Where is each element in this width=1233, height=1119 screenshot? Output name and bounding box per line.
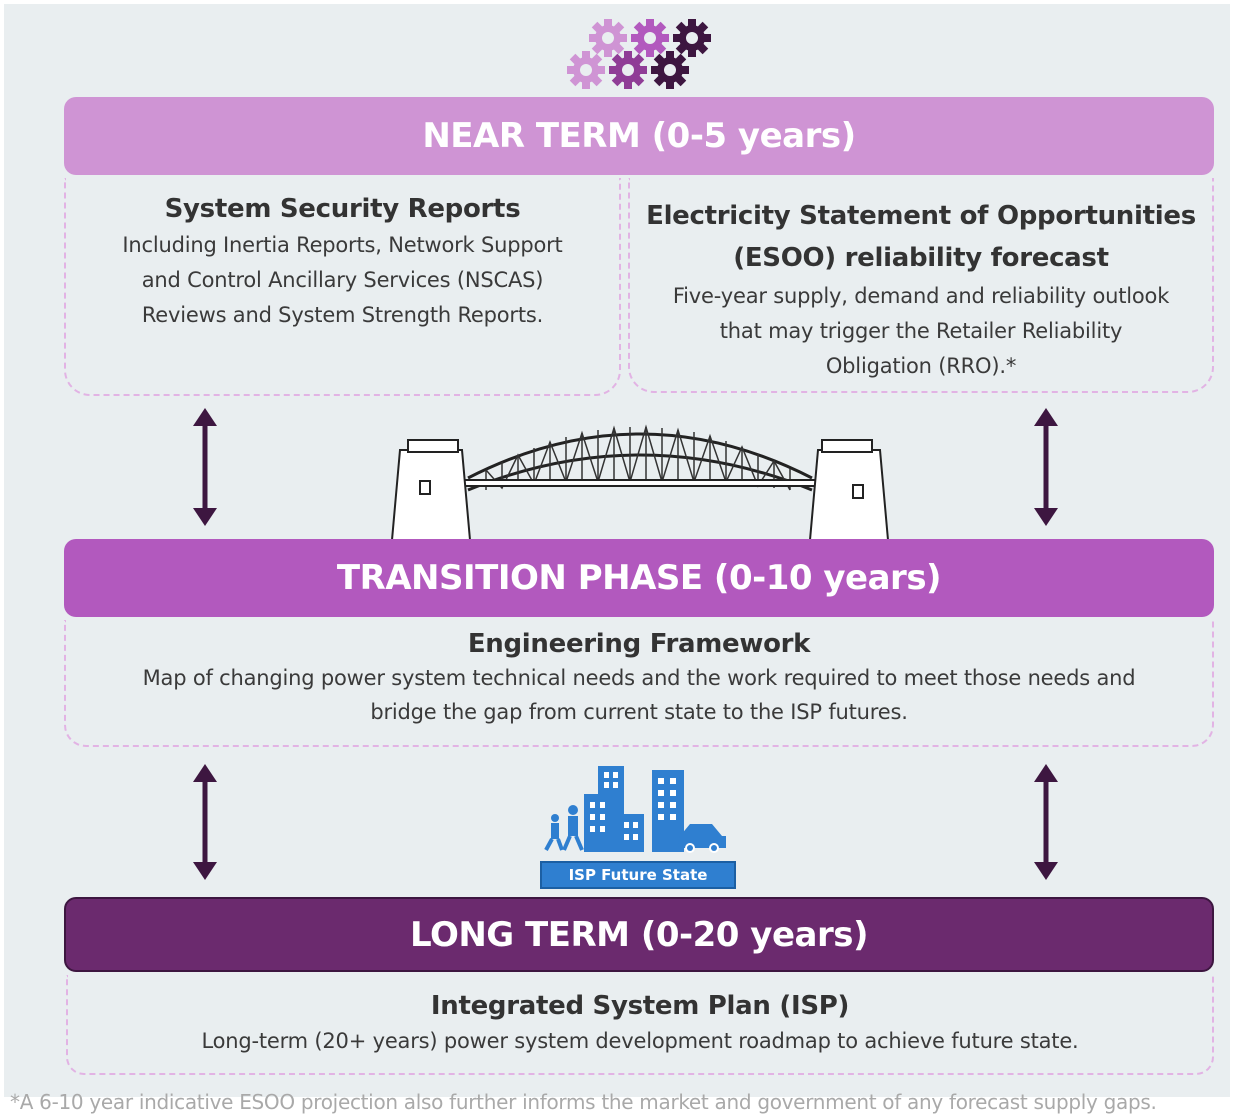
esoo-line-3: Obligation (RRO).*: [825, 354, 1017, 378]
isp-box: Integrated System Plan (ISP) Long-term (…: [66, 975, 1214, 1075]
esoo-heading-line-1: Electricity Statement of Opportunities: [646, 201, 1196, 231]
engineering-framework-line-2: bridge the gap from current state to the…: [370, 700, 908, 724]
double-arrow-icon: [193, 764, 217, 880]
system-security-heading: System Security Reports: [164, 194, 521, 224]
esoo-line-2: that may trigger the Retailer Reliabilit…: [719, 319, 1123, 343]
engineering-framework-heading: Engineering Framework: [467, 629, 811, 659]
double-arrow-icon: [193, 408, 217, 526]
isp-heading: Integrated System Plan (ISP): [430, 991, 850, 1021]
esoo-box: Electricity Statement of Opportunities (…: [628, 178, 1214, 393]
bridge-icon: [390, 424, 890, 540]
system-security-line-2: and Control Ancillary Services (NSCAS): [141, 268, 544, 292]
long-term-band: LONG TERM (0-20 years): [64, 897, 1214, 972]
transition-band: TRANSITION PHASE (0-10 years): [64, 539, 1214, 617]
double-arrow-icon: [1034, 408, 1058, 526]
system-security-line-3: Reviews and System Strength Reports.: [141, 303, 544, 327]
double-arrow-icon: [1034, 764, 1058, 880]
engineering-framework-box: Engineering Framework Map of changing po…: [64, 620, 1214, 747]
system-security-line-1: Including Inertia Reports, Network Suppo…: [122, 233, 563, 257]
esoo-heading-line-2: (ESOO) reliability forecast: [733, 243, 1109, 273]
long-term-title: LONG TERM (0-20 years): [410, 914, 869, 955]
esoo-line-1: Five-year supply, demand and reliability…: [672, 284, 1170, 308]
isp-future-state-badge: ISP Future State: [540, 861, 736, 889]
engineering-framework-line-1: Map of changing power system technical n…: [142, 666, 1136, 690]
footnote: *A 6-10 year indicative ESOO projection …: [10, 1090, 1157, 1114]
gears-icon: [567, 19, 711, 89]
isp-future-state-label: ISP Future State: [568, 866, 708, 884]
city-icon: [544, 766, 726, 853]
near-term-title: NEAR TERM (0-5 years): [422, 116, 856, 156]
near-term-band: NEAR TERM (0-5 years): [64, 97, 1214, 175]
isp-line: Long-term (20+ years) power system devel…: [201, 1029, 1079, 1053]
system-security-box: System Security Reports Including Inerti…: [64, 178, 621, 396]
transition-title: TRANSITION PHASE (0-10 years): [336, 558, 942, 598]
